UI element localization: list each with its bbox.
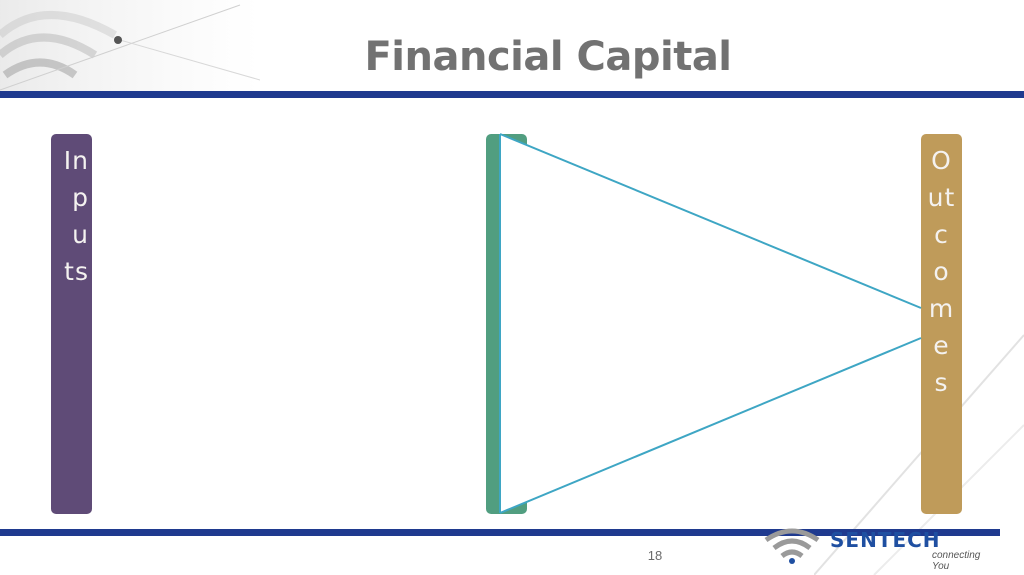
label-line: ts xyxy=(64,257,89,286)
page-number: 18 xyxy=(647,548,663,563)
label-line: O xyxy=(931,146,952,175)
label-line: ut xyxy=(927,183,956,212)
slide-title: Financial Capital xyxy=(364,34,732,80)
wifi-signal-icon xyxy=(764,528,820,564)
label-line: In xyxy=(63,146,89,175)
inputs-column: In p u ts xyxy=(51,134,92,514)
logo-wordmark: SENTECH xyxy=(830,528,941,552)
logo-tagline: connecting You xyxy=(932,550,981,572)
label-line: e xyxy=(933,331,950,360)
funnel-upper-edge xyxy=(499,133,922,309)
decorative-wifi-graphic xyxy=(0,0,260,95)
top-divider xyxy=(0,91,1024,98)
label-line: p xyxy=(72,183,89,212)
inputs-label: In p u ts xyxy=(51,142,92,290)
sentech-logo: SENTECH connecting You xyxy=(760,526,1000,572)
label-line: m xyxy=(928,294,955,323)
label-line: u xyxy=(72,220,89,249)
process-column xyxy=(486,134,527,514)
label-line: o xyxy=(933,257,950,286)
label-line: c xyxy=(934,220,949,249)
label-line: s xyxy=(934,368,949,397)
outcomes-label: O ut c o m e s xyxy=(921,142,962,401)
bottom-divider xyxy=(0,529,1000,536)
outcomes-column: O ut c o m e s xyxy=(921,134,962,514)
